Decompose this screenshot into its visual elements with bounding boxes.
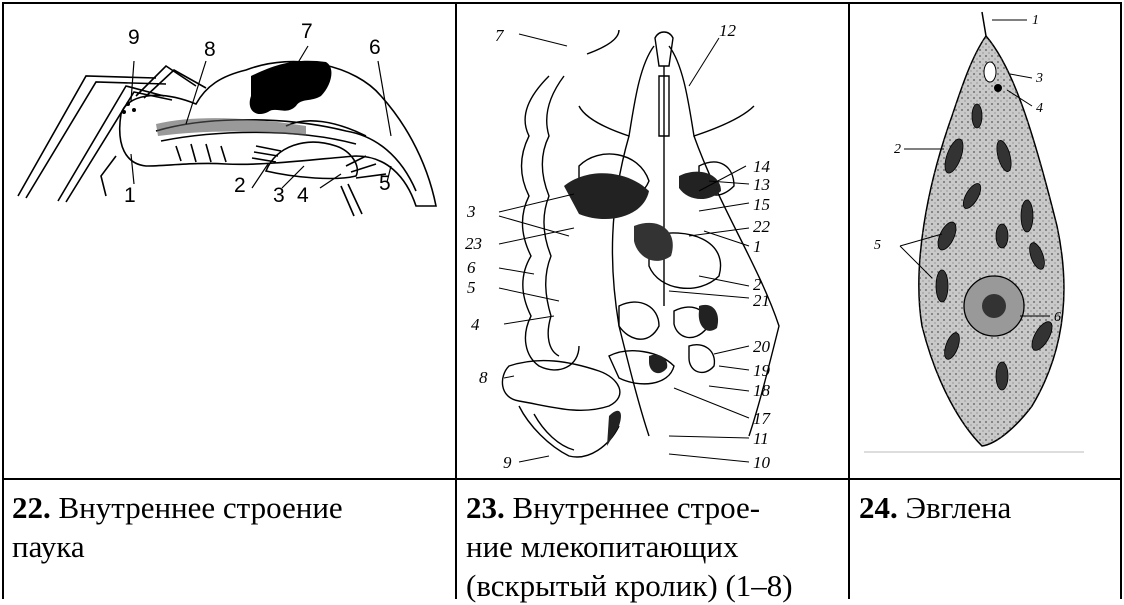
row-divider bbox=[2, 478, 1122, 480]
rabbit-label: 20 bbox=[753, 337, 771, 356]
caption-text: (вскрытый кролик) (1–8) bbox=[466, 568, 793, 603]
euglena-label: 5 bbox=[874, 238, 881, 253]
rabbit-label: 5 bbox=[467, 278, 476, 297]
column-divider-1 bbox=[455, 2, 457, 599]
column-divider-2 bbox=[848, 2, 850, 599]
caption-number: 24. bbox=[859, 490, 898, 525]
rabbit-label: 7 bbox=[495, 26, 505, 45]
rabbit-label: 23 bbox=[465, 234, 482, 253]
caption-euglena: 24. Эвглена bbox=[859, 488, 1117, 527]
euglena-label: 2 bbox=[894, 142, 901, 157]
rabbit-label: 9 bbox=[503, 453, 512, 472]
euglena-drawing: 1 3 4 2 5 6 bbox=[852, 6, 1118, 476]
table-border-left bbox=[2, 2, 4, 599]
spider-label: 7 bbox=[301, 20, 313, 43]
caption-text: Эвглена bbox=[906, 490, 1012, 525]
euglena-label: 3 bbox=[1035, 71, 1043, 86]
rabbit-label: 17 bbox=[753, 409, 772, 428]
rabbit-label: 22 bbox=[753, 217, 771, 236]
spider-label: 4 bbox=[297, 184, 309, 207]
rabbit-drawing: 7 12 14 13 3 15 22 23 1 6 2 5 21 4 20 8 … bbox=[459, 6, 846, 476]
rabbit-label: 12 bbox=[719, 21, 737, 40]
spider-label: 9 bbox=[128, 26, 140, 49]
caption-rabbit: 23. Внутреннее строе- ние млекопитающих … bbox=[466, 488, 846, 605]
rabbit-label: 1 bbox=[753, 237, 762, 256]
caption-number: 22. bbox=[12, 490, 51, 525]
caption-text: Внутреннее строе- bbox=[513, 490, 761, 525]
spider-label: 3 bbox=[273, 184, 285, 207]
spider-label: 1 bbox=[124, 184, 136, 207]
spider-label: 5 bbox=[379, 172, 391, 195]
spider-figure: 9 8 7 6 1 2 3 4 5 bbox=[6, 6, 453, 476]
rabbit-label: 4 bbox=[471, 315, 480, 334]
rabbit-label: 11 bbox=[753, 429, 769, 448]
rabbit-label: 8 bbox=[479, 368, 488, 387]
spider-label: 6 bbox=[369, 36, 381, 59]
euglena-label: 1 bbox=[1032, 13, 1039, 28]
table-border-top bbox=[2, 2, 1122, 4]
caption-text: паука bbox=[12, 529, 85, 564]
caption-spider: 22. Внутреннее строение паука bbox=[12, 488, 452, 566]
euglena-figure: 1 3 4 2 5 6 bbox=[852, 6, 1118, 476]
rabbit-label: 3 bbox=[466, 202, 476, 221]
spider-drawing: 9 8 7 6 1 2 3 4 5 bbox=[6, 6, 453, 476]
euglena-label: 6 bbox=[1054, 310, 1061, 325]
rabbit-label: 14 bbox=[753, 157, 771, 176]
rabbit-label: 21 bbox=[753, 291, 770, 310]
rabbit-label: 19 bbox=[753, 361, 771, 380]
rabbit-label: 6 bbox=[467, 258, 476, 277]
spider-label: 2 bbox=[234, 174, 246, 197]
rabbit-label: 13 bbox=[753, 175, 770, 194]
rabbit-label: 10 bbox=[753, 453, 771, 472]
table-border-right bbox=[1120, 2, 1122, 599]
rabbit-label: 18 bbox=[753, 381, 771, 400]
euglena-label: 4 bbox=[1036, 101, 1043, 116]
caption-number: 23. bbox=[466, 490, 505, 525]
rabbit-label: 15 bbox=[753, 195, 770, 214]
spider-label: 8 bbox=[204, 38, 216, 61]
caption-text: ние млекопитающих bbox=[466, 529, 739, 564]
rabbit-figure: 7 12 14 13 3 15 22 23 1 6 2 5 21 4 20 8 … bbox=[459, 6, 846, 476]
caption-text: Внутреннее строение bbox=[59, 490, 343, 525]
